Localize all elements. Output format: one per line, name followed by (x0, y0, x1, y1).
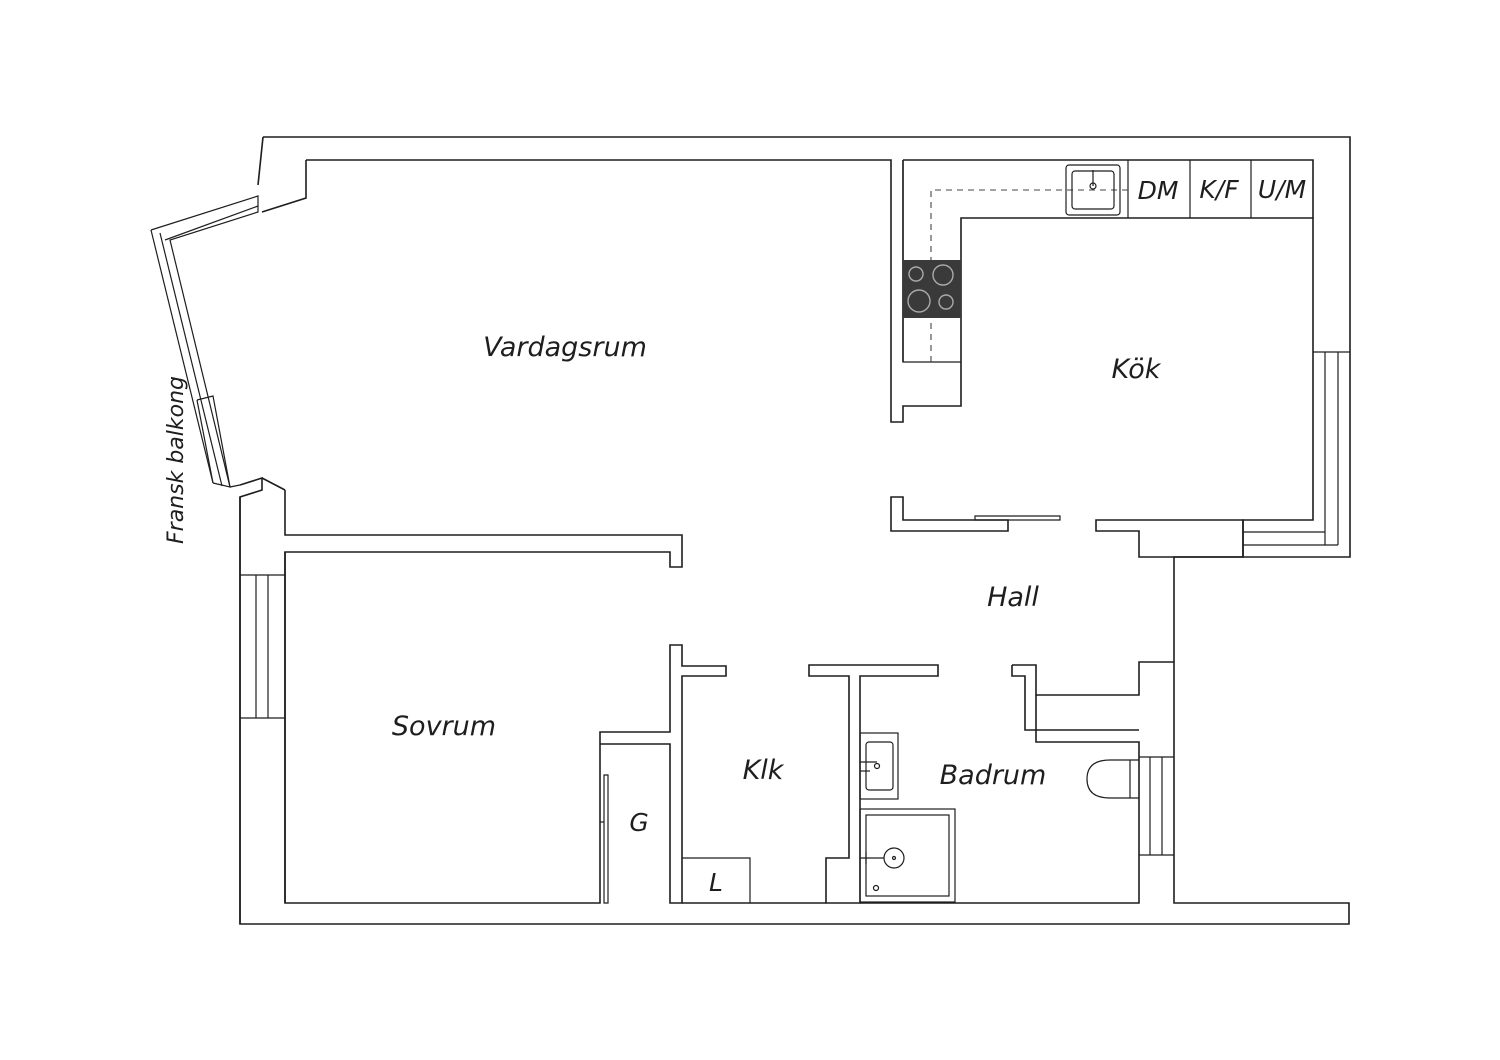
appliance-label-dm: DM (1138, 176, 1179, 205)
room-label-sovrum: Sovrum (392, 711, 496, 742)
window-icon (150, 195, 1350, 856)
room-label-kok: Kök (1112, 354, 1162, 385)
toilet-icon (1086, 759, 1139, 799)
room-label-badrum: Badrum (940, 760, 1047, 791)
sink-icon (1065, 164, 1121, 216)
room-label-hall: Hall (987, 582, 1039, 613)
interior-walls (682, 496, 1244, 904)
door-icon (600, 774, 609, 904)
stove-icon (903, 260, 961, 318)
room-label-g: G (629, 808, 648, 837)
shower-icon (859, 808, 956, 903)
room-label-klk: Klk (743, 755, 785, 786)
exterior-wall (239, 136, 1351, 925)
appliance-label-um: U/M (1258, 175, 1306, 204)
room-label-vardagsrum: Vardagsrum (483, 332, 647, 363)
balcony-label: Fransk balkong (164, 376, 189, 544)
room-label-l: L (709, 868, 723, 897)
washbasin-icon (859, 732, 899, 800)
appliance-label-kf: K/F (1199, 175, 1239, 204)
